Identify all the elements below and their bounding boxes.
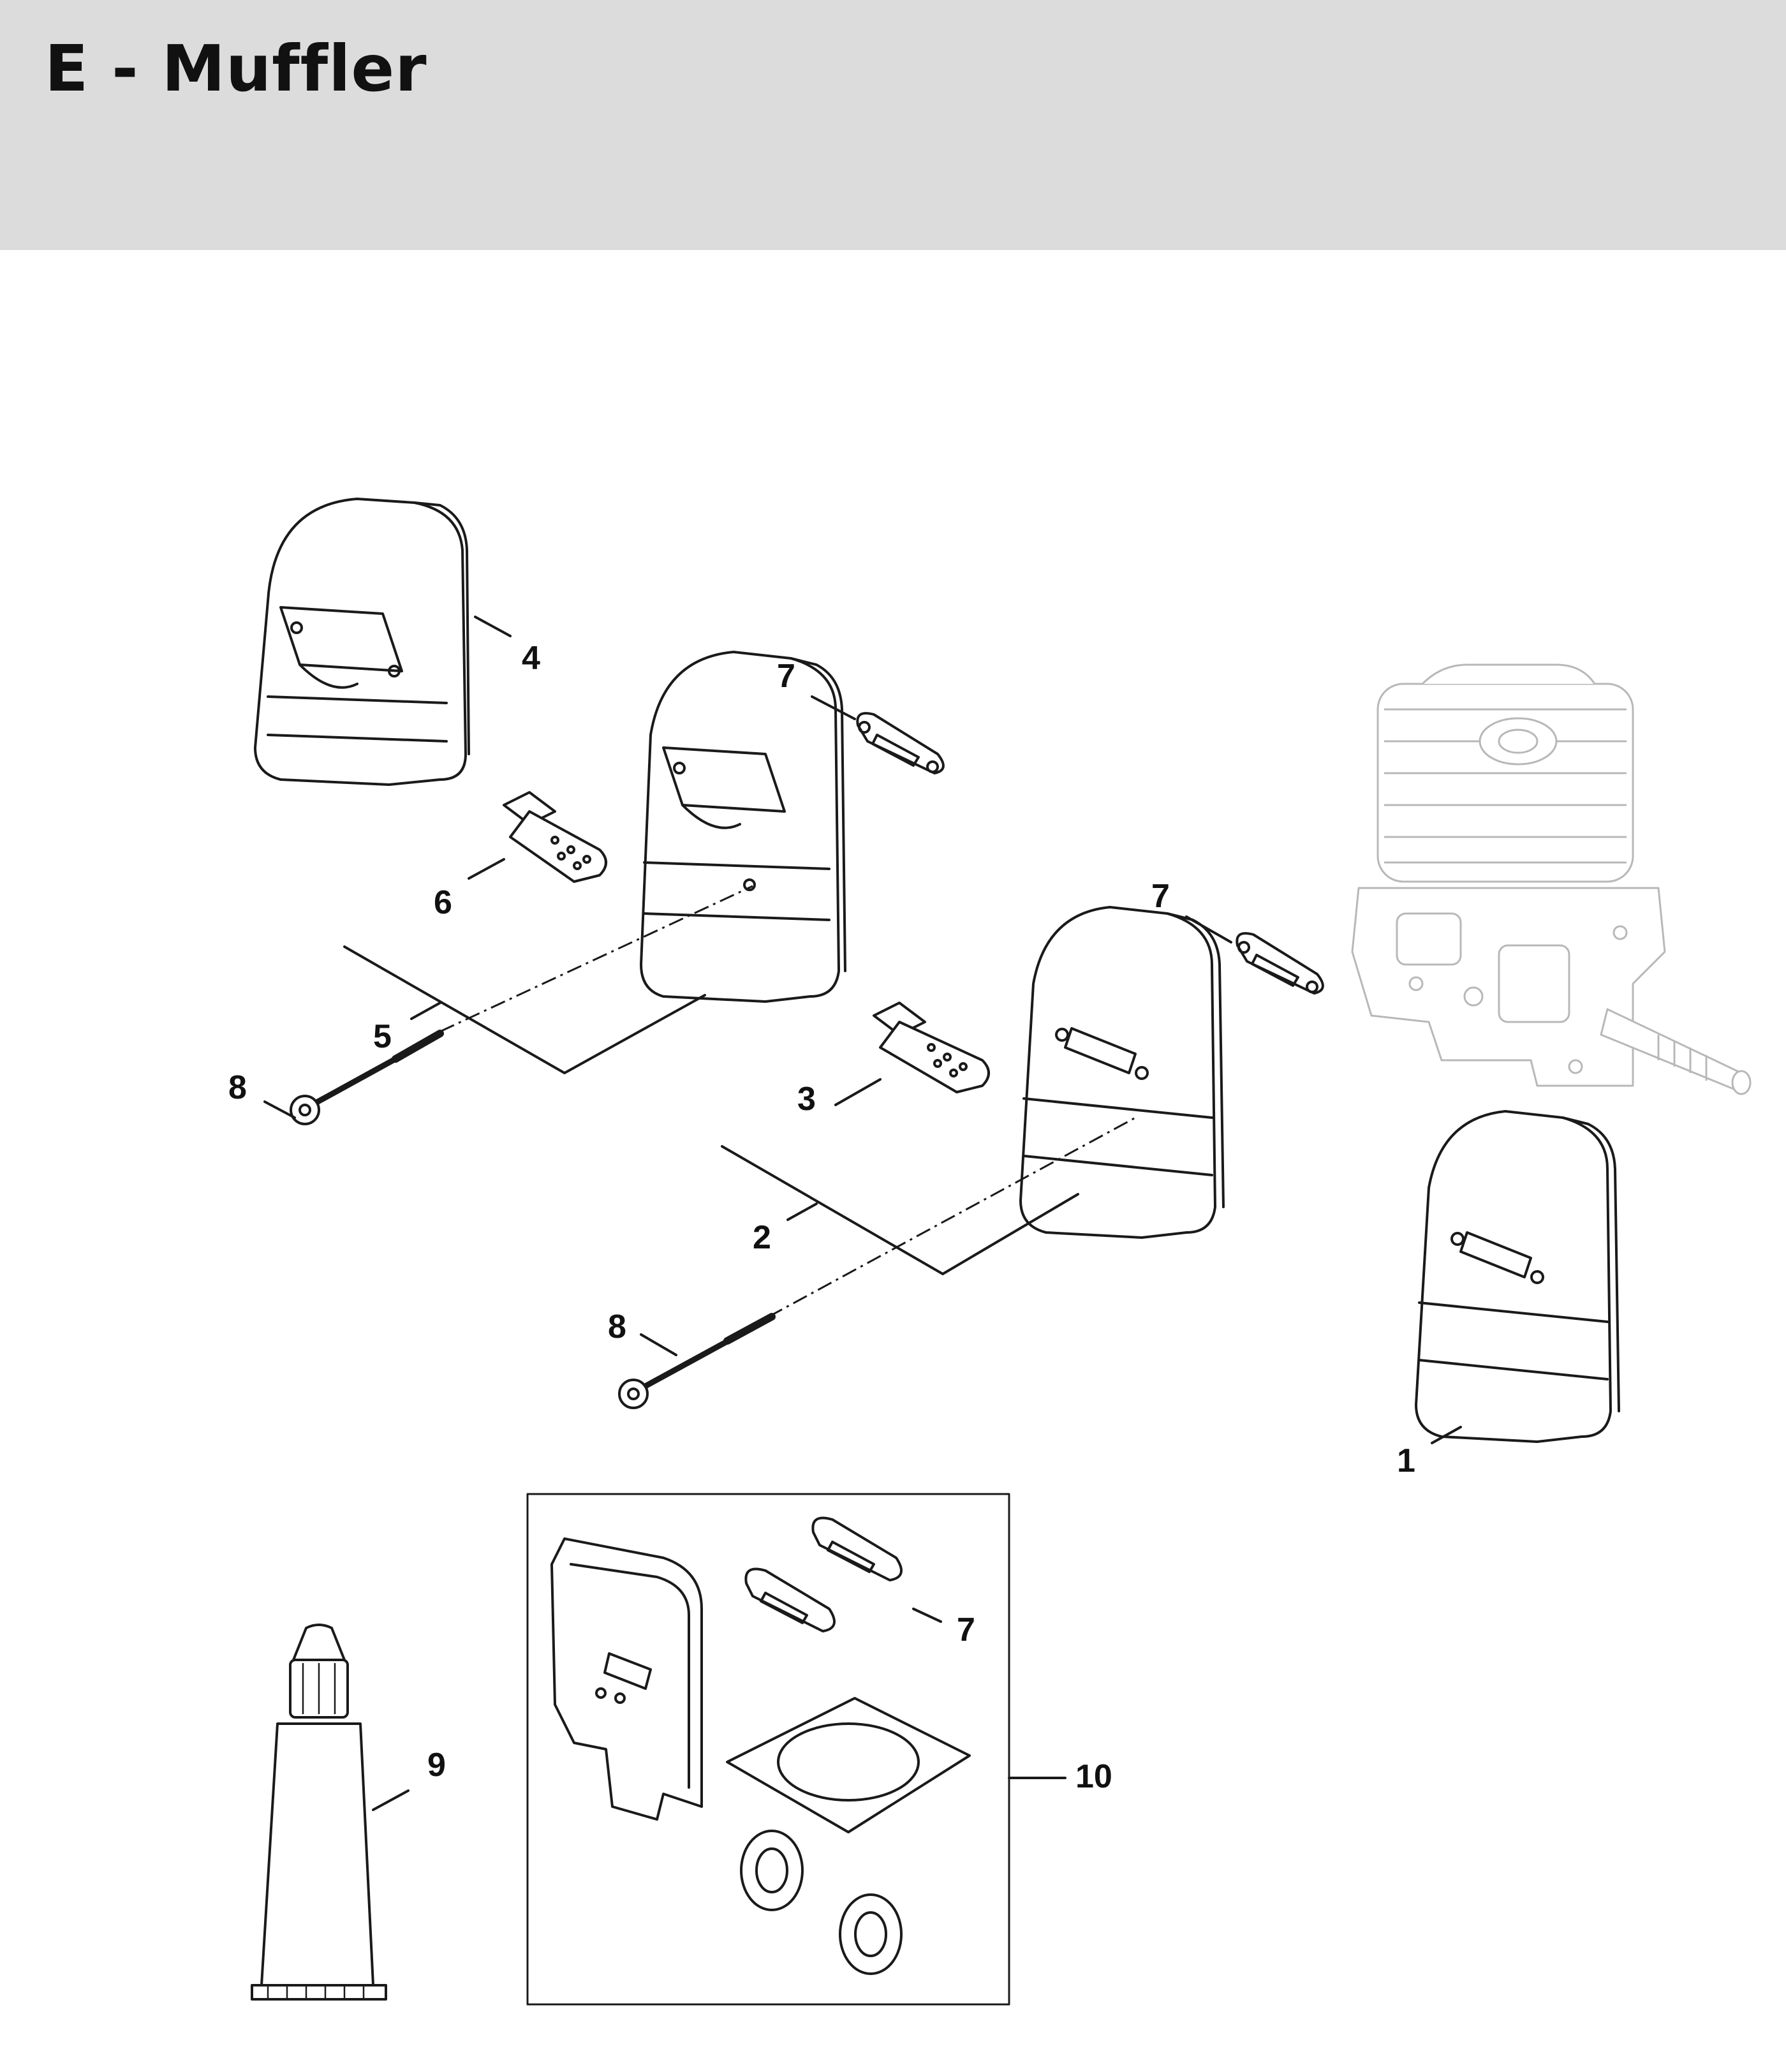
leader-lines <box>263 616 1462 1811</box>
callout-4: 4 <box>522 640 540 677</box>
callout-8-lower: 8 <box>608 1308 626 1345</box>
callout-3: 3 <box>797 1081 816 1118</box>
muffler-complete-part-1 <box>1415 1110 1620 1443</box>
screw-part-8-upper <box>290 1030 444 1125</box>
callout-2: 2 <box>753 1219 771 1256</box>
callout-10: 10 <box>1075 1758 1112 1795</box>
assembly-bracket-part-2 <box>721 1116 1136 1318</box>
callout-6: 6 <box>434 884 452 921</box>
gasket-part-7-middle <box>1236 932 1324 995</box>
spark-arrestor-part-3 <box>873 1002 990 1093</box>
screw-part-8-lower <box>618 1313 776 1409</box>
callout-7-lower: 7 <box>957 1611 975 1648</box>
assembly-bracket-part-5 <box>343 885 753 1074</box>
page-header: E - Muffler <box>0 0 1786 250</box>
callout-8-upper: 8 <box>228 1069 247 1106</box>
page-title: E - Muffler <box>45 31 427 106</box>
spark-arrestor-part-6 <box>503 791 607 883</box>
muffler-housing-part-2 <box>1019 906 1225 1239</box>
callout-7-middle: 7 <box>1151 878 1170 915</box>
gasket-set-part-10 <box>526 1493 1010 2006</box>
callout-7-upper: 7 <box>777 658 795 695</box>
callout-1: 1 <box>1397 1442 1415 1479</box>
engine-illustration <box>1351 663 1752 1095</box>
sealant-tube-part-9 <box>251 1624 387 2001</box>
muffler-housing-part-4 <box>254 498 470 786</box>
callout-5: 5 <box>373 1018 392 1055</box>
gasket-part-7-upper <box>856 712 945 774</box>
exploded-parts-diagram: 4 7 6 7 5 8 3 2 8 1 7 9 10 <box>0 250 1786 2072</box>
muffler-housing-part-5 <box>640 651 846 1003</box>
callout-9: 9 <box>427 1747 446 1784</box>
